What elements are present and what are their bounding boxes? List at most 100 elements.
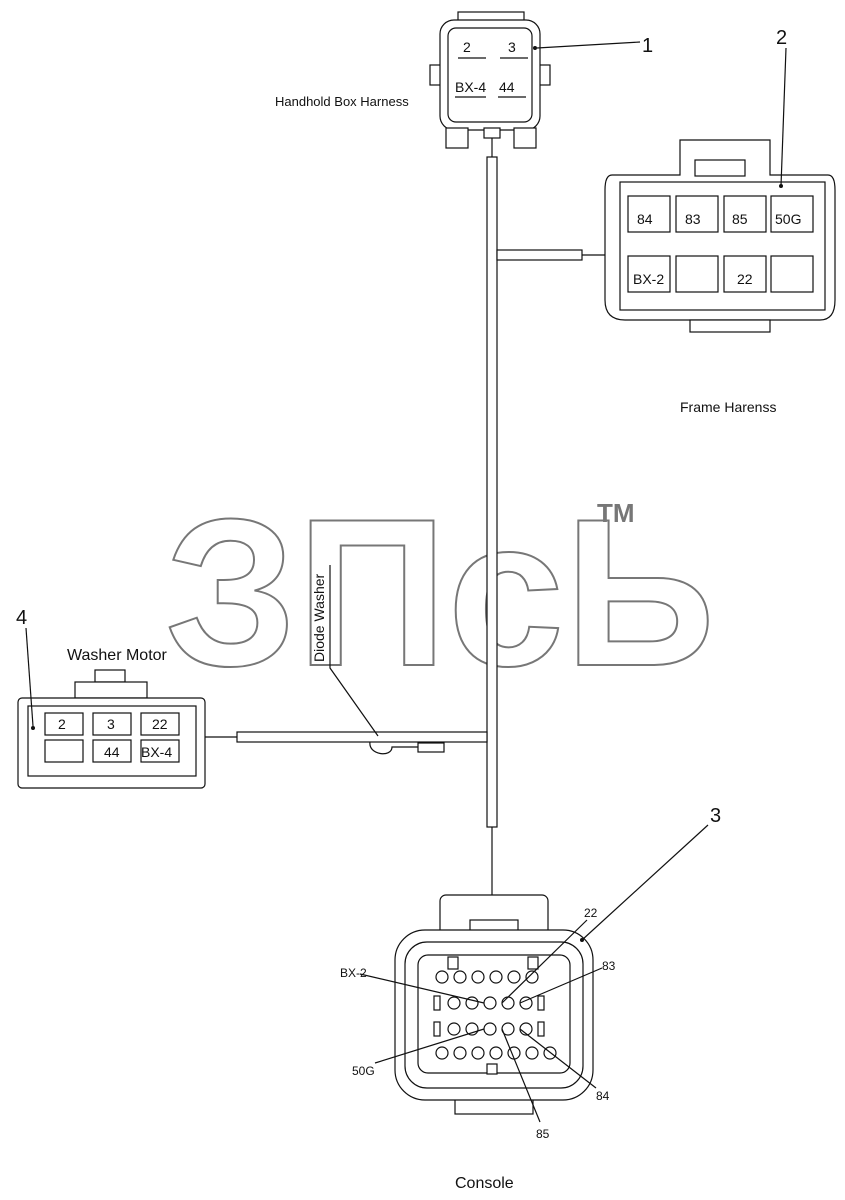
console-pin-22: 22 xyxy=(584,906,598,920)
connector-2-cavity xyxy=(675,195,719,233)
connector-1-pin-1: 2 xyxy=(463,39,471,55)
console-cavity xyxy=(489,970,503,984)
connector-1: 2 3 BX-4 44 1 xyxy=(429,11,653,149)
watermark: ЗПсЬ TM xyxy=(164,474,716,711)
connector-1-foot-left xyxy=(445,127,469,149)
connector-4-ref-dot xyxy=(31,726,35,730)
console-cavity xyxy=(435,1046,449,1060)
callout-3: 3 xyxy=(710,805,721,827)
console-cavity xyxy=(435,970,449,984)
connector-4-pin-2: 3 xyxy=(107,716,115,732)
console-label: Console xyxy=(455,1175,514,1192)
connector-4-cavity xyxy=(92,739,132,763)
callout-2-leader xyxy=(780,47,787,187)
connector-2-pin-5: BX-2 xyxy=(633,271,664,287)
callout-4: 4 xyxy=(16,607,27,629)
leader-84 xyxy=(519,1028,597,1089)
connector-2-cavity xyxy=(627,195,671,233)
leader-22 xyxy=(501,919,588,1004)
leader-83 xyxy=(519,967,603,1004)
console-pin-83: 83 xyxy=(602,959,616,973)
connector-4-pin-3: 22 xyxy=(152,716,168,732)
callout-3-leader xyxy=(581,824,709,941)
console-cavity xyxy=(453,1046,467,1060)
connector-3-key xyxy=(447,956,459,970)
watermark-text: ЗПсЬ xyxy=(165,475,715,710)
washer-motor-label: Washer Motor xyxy=(67,647,168,664)
console-cavity xyxy=(525,970,539,984)
main-trunk xyxy=(486,156,498,828)
connector-4-pin-6: BX-4 xyxy=(141,744,172,760)
connector-1-ref-dot xyxy=(533,46,537,50)
connector-4-top xyxy=(74,681,148,699)
console-cavity xyxy=(471,1046,485,1060)
console-cavity xyxy=(433,995,441,1011)
connector-1-pin-3: BX-4 xyxy=(455,79,486,95)
console-pin-bx2: BX-2 xyxy=(340,966,367,980)
leader-50g xyxy=(374,1028,485,1064)
connector-2-pin-7: 22 xyxy=(737,271,753,287)
frame-label: Frame Harenss xyxy=(680,399,776,415)
connector-2-pin-4: 50G xyxy=(775,211,801,227)
connector-2-cavity xyxy=(675,255,719,293)
leader-bx2 xyxy=(359,973,485,1004)
branch-washer xyxy=(236,731,488,743)
branch-frame xyxy=(496,249,583,261)
connector-2-cavity xyxy=(723,255,767,293)
console-cavity xyxy=(537,1021,545,1037)
console-cavity xyxy=(525,1046,539,1060)
connector-2-cavity xyxy=(770,195,814,233)
diode-leader xyxy=(329,565,379,737)
connector-3-pin-array xyxy=(433,970,557,1060)
callout-2: 2 xyxy=(776,27,787,49)
diode-loop xyxy=(369,741,418,755)
connector-2-latch xyxy=(694,159,746,177)
console-cavity xyxy=(507,970,521,984)
console-cavity xyxy=(453,970,467,984)
connector-4-cavity xyxy=(44,712,84,736)
watermark-tm: TM xyxy=(597,498,635,528)
console-cavity xyxy=(483,1022,497,1036)
connector-3: BX-2 50G 22 83 84 85 3 xyxy=(340,805,721,1141)
console-pin-84: 84 xyxy=(596,1089,610,1103)
connector-4-cavity xyxy=(140,712,180,736)
connector-2-pin-1: 84 xyxy=(637,211,653,227)
connector-3-key xyxy=(527,956,539,970)
connector-4-pin-1: 2 xyxy=(58,716,66,732)
connector-1-foot-right xyxy=(513,127,537,149)
handhold-label: Handhold Box Harness xyxy=(275,94,409,109)
connector-4-pin-5: 44 xyxy=(104,744,120,760)
connector-2-cavity xyxy=(770,255,814,293)
connector-1-pin-4: 44 xyxy=(499,79,515,95)
console-pin-85: 85 xyxy=(536,1127,550,1141)
connector-2: 84 83 85 50G BX-2 22 2 xyxy=(604,27,836,333)
connector-4-cavity xyxy=(140,739,180,763)
connector-4-latch xyxy=(94,669,126,683)
connector-2-pin-3: 85 xyxy=(732,211,748,227)
callout-1: 1 xyxy=(642,35,653,57)
console-cavity xyxy=(447,996,461,1010)
callout-4-leader xyxy=(25,627,34,727)
connector-1-wire-exit xyxy=(483,127,501,139)
console-cavity xyxy=(471,970,485,984)
connector-2-pin-2: 83 xyxy=(685,211,701,227)
diode-body xyxy=(417,742,445,753)
console-cavity xyxy=(433,1021,441,1037)
diode-washer-label: Diode Washer xyxy=(311,573,327,662)
connector-1-inner xyxy=(447,27,533,123)
console-pin-50g: 50G xyxy=(352,1064,375,1078)
leader-85 xyxy=(501,1028,541,1123)
connector-1-pin-2: 3 xyxy=(508,39,516,55)
connector-4-cavity xyxy=(92,712,132,736)
connector-2-cavity xyxy=(723,195,767,233)
connector-2-cavity xyxy=(627,255,671,293)
connector-2-foot xyxy=(689,319,771,333)
connector-4-cavity xyxy=(44,739,84,763)
console-cavity xyxy=(489,1046,503,1060)
console-cavity xyxy=(483,996,497,1010)
callout-1-leader xyxy=(536,41,641,49)
console-cavity xyxy=(501,996,515,1010)
connector-3-key xyxy=(486,1063,498,1075)
console-cavity xyxy=(537,995,545,1011)
